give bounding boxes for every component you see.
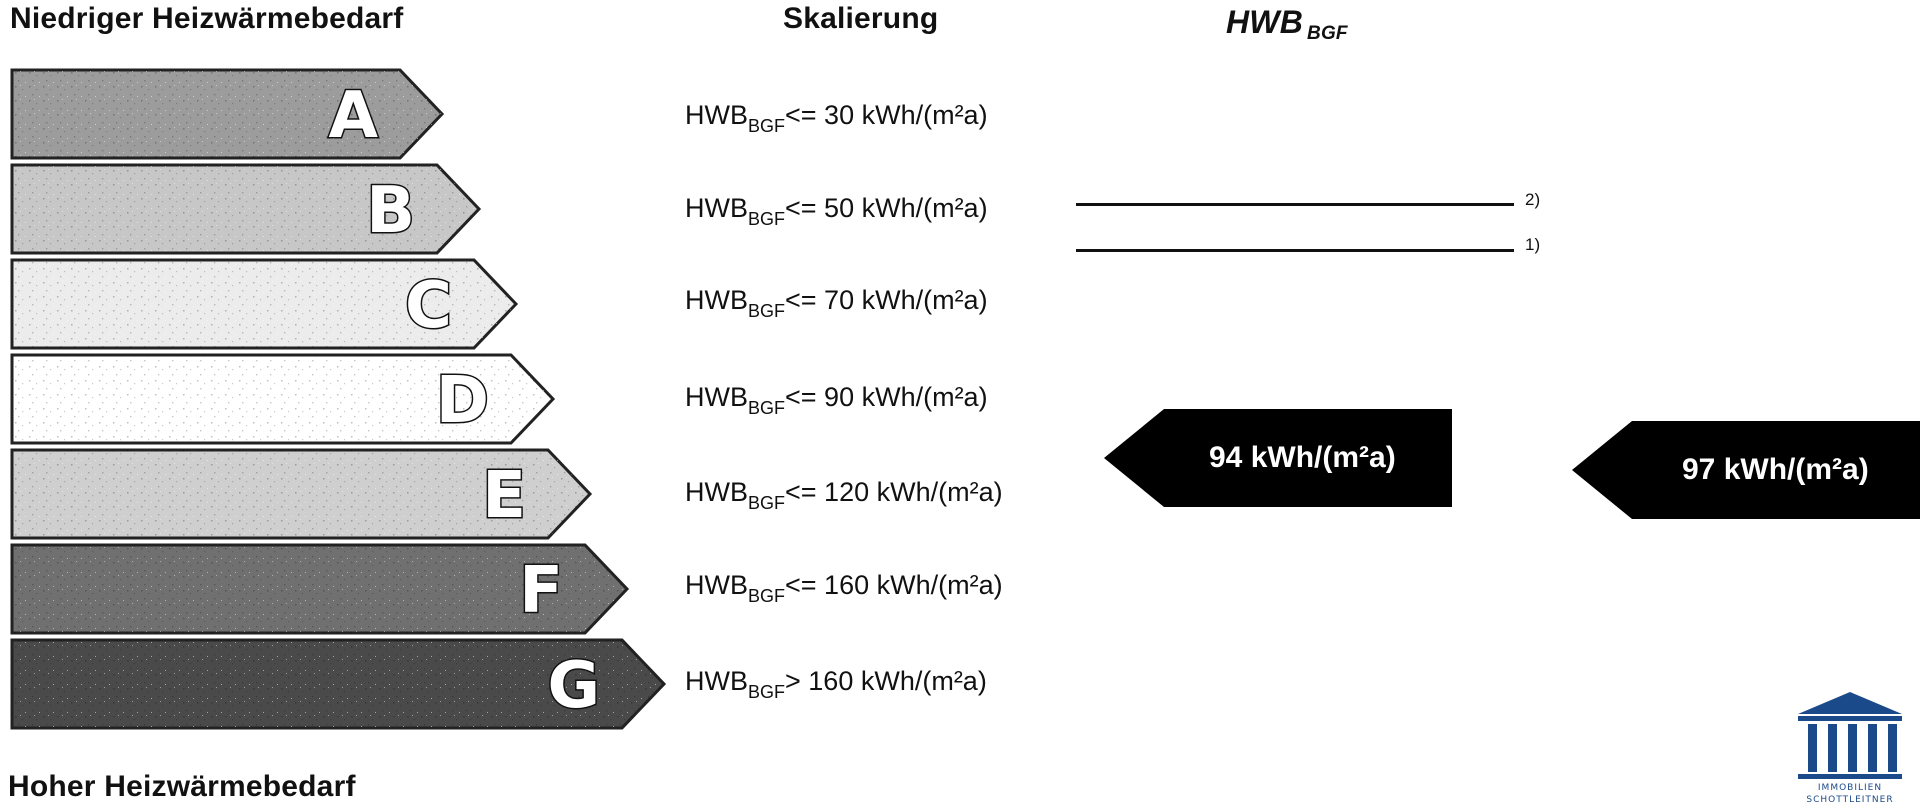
class-letter-d: D bbox=[436, 364, 489, 438]
scale-label-prefix: HWB bbox=[685, 382, 748, 412]
class-arrow-texture bbox=[12, 640, 664, 728]
value-arrow-97-shape bbox=[1572, 421, 1920, 519]
schottleitner-logo: IMMOBILIEN SCHOTTLEITNER bbox=[1798, 692, 1902, 805]
reference-note-2: 2) bbox=[1525, 190, 1541, 209]
scale-label-subscript: BGF bbox=[748, 586, 786, 606]
scale-label-threshold: <= 160 kWh/(m²a) bbox=[785, 570, 1003, 600]
class-letter-c: C bbox=[405, 269, 452, 343]
class-arrow-texture bbox=[12, 70, 442, 158]
scale-label-subscript: BGF bbox=[748, 682, 786, 702]
scale-label-subscript: BGF bbox=[748, 209, 786, 229]
reference-line-1 bbox=[1076, 249, 1514, 252]
header-high-demand: Hoher Heizwärmebedarf bbox=[8, 770, 356, 803]
value-arrow-94: 94 kWh/(m²a) bbox=[1104, 409, 1452, 507]
reference-line-2 bbox=[1076, 203, 1514, 206]
value-label-97: 97 kWh/(m²a) bbox=[1682, 453, 1869, 486]
scale-label-threshold: <= 50 kWh/(m²a) bbox=[785, 193, 988, 223]
scale-label-threshold: <= 70 kWh/(m²a) bbox=[785, 285, 988, 315]
value-arrow-97: 97 kWh/(m²a) bbox=[1572, 421, 1920, 519]
scale-label: HWBBGF<= 70 kWh/(m²a) bbox=[685, 285, 988, 322]
scale-label-prefix: HWB bbox=[685, 100, 748, 130]
scale-label-threshold: <= 30 kWh/(m²a) bbox=[785, 100, 988, 130]
value-arrow-94-shape bbox=[1104, 409, 1452, 507]
scale-label-prefix: HWB bbox=[685, 666, 748, 696]
scale-label-prefix: HWB bbox=[685, 570, 748, 600]
reference-note-1: 1) bbox=[1525, 235, 1541, 254]
header-scale: Skalierung bbox=[783, 2, 939, 35]
header-low-demand: Niedriger Heizwärmebedarf bbox=[10, 2, 404, 35]
scale-label-subscript: BGF bbox=[748, 116, 786, 136]
class-arrow-texture bbox=[12, 355, 553, 443]
scale-label-subscript: BGF bbox=[748, 301, 786, 321]
scale-label-threshold: <= 120 kWh/(m²a) bbox=[785, 477, 1003, 507]
header-hwb-sub: BGF bbox=[1307, 23, 1348, 44]
scale-label-threshold: <= 90 kWh/(m²a) bbox=[785, 382, 988, 412]
class-arrow-texture bbox=[12, 545, 627, 633]
scale-label-subscript: BGF bbox=[748, 493, 786, 513]
scale-label-threshold: > 160 kWh/(m²a) bbox=[785, 666, 987, 696]
scale-label: HWBBGF> 160 kWh/(m²a) bbox=[685, 666, 987, 703]
scale-label-prefix: HWB bbox=[685, 193, 748, 223]
class-letter-f: F bbox=[519, 554, 563, 628]
class-arrow-texture bbox=[12, 165, 479, 253]
class-letter-e: E bbox=[482, 459, 526, 533]
class-letter-b: B bbox=[366, 174, 415, 248]
scale-label: HWBBGF<= 30 kWh/(m²a) bbox=[685, 100, 988, 137]
scale-label: HWBBGF<= 90 kWh/(m²a) bbox=[685, 382, 988, 419]
scale-label: HWBBGF<= 120 kWh/(m²a) bbox=[685, 477, 1003, 514]
class-arrow-texture bbox=[12, 450, 590, 538]
header-hwb-main: HWB bbox=[1226, 4, 1304, 40]
class-letter-g: G bbox=[547, 649, 600, 723]
scale-label: HWBBGF<= 160 kWh/(m²a) bbox=[685, 570, 1003, 607]
scale-label-subscript: BGF bbox=[748, 398, 786, 418]
logo-text-immobilien: IMMOBILIEN bbox=[1818, 783, 1882, 793]
scale-label-prefix: HWB bbox=[685, 285, 748, 315]
logo-text-schottleitner: SCHOTTLEITNER bbox=[1806, 795, 1893, 805]
value-label-94: 94 kWh/(m²a) bbox=[1209, 441, 1396, 474]
scale-label-prefix: HWB bbox=[685, 477, 748, 507]
class-letter-a: A bbox=[328, 79, 378, 153]
scale-label: HWBBGF<= 50 kWh/(m²a) bbox=[685, 193, 988, 230]
class-arrow-texture bbox=[12, 260, 516, 348]
